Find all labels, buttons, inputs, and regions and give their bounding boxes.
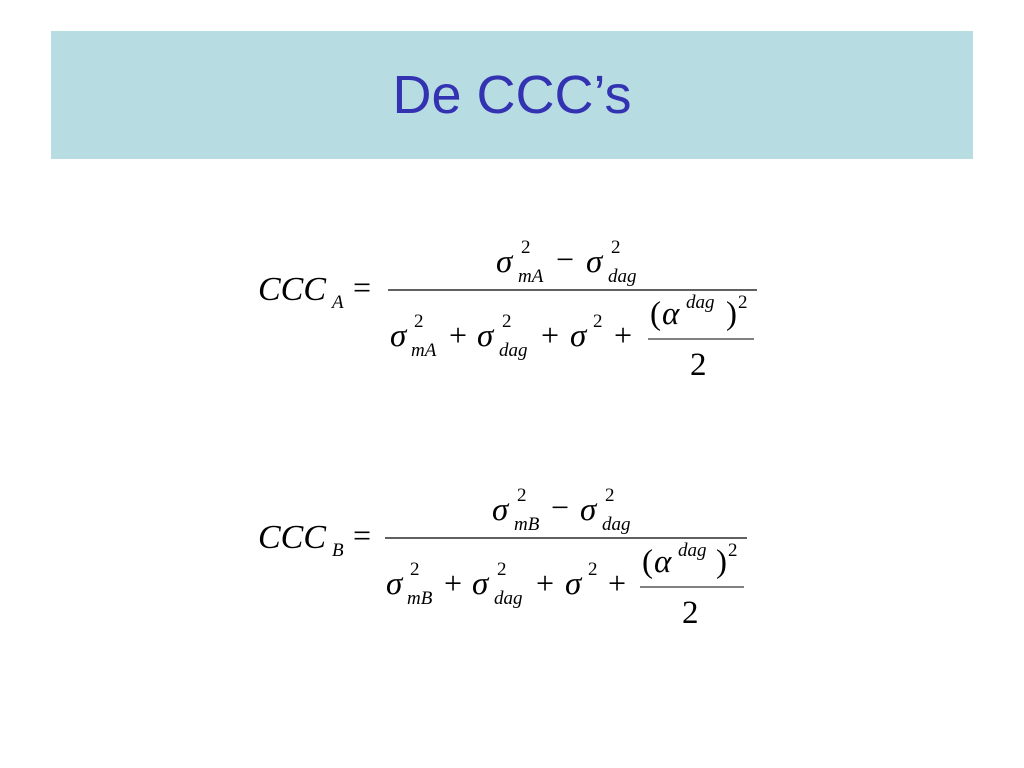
num-minus: − xyxy=(551,489,569,525)
den-term1-sub: mA xyxy=(411,340,437,361)
formula-ccc-a: CCC A = σ 2 mA − σ 2 dag σ 2 mA + σ 2 da… xyxy=(0,220,1024,420)
den-term3-sym: σ xyxy=(565,566,583,602)
lhs-sub: B xyxy=(332,540,344,561)
num-term1-sub: mB xyxy=(514,514,540,535)
formula-ccc-b: CCC B = σ 2 mB − σ 2 dag σ 2 mB + σ 2 da… xyxy=(0,468,1024,668)
num-term2-sub: dag xyxy=(608,266,637,287)
num-term1-sym: σ xyxy=(496,244,514,280)
inner-alpha: α xyxy=(662,296,680,332)
inner-sup: 2 xyxy=(728,540,738,561)
den-term2-sub: dag xyxy=(494,588,523,609)
formula-ccc-a-svg: CCC A = σ 2 mA − σ 2 dag σ 2 mA + σ 2 da… xyxy=(258,237,757,383)
den-term2-sym: σ xyxy=(472,566,490,602)
num-term2-sub: dag xyxy=(602,514,631,535)
den-plus2: + xyxy=(536,565,554,601)
inner-sup: 2 xyxy=(738,292,748,313)
lhs-base: CCC xyxy=(258,271,326,308)
num-term2-sym: σ xyxy=(586,244,604,280)
den-term1-sup: 2 xyxy=(414,311,424,332)
den-term3-sup: 2 xyxy=(593,311,603,332)
num-term2-sym: σ xyxy=(580,492,598,528)
inner-open-paren: ( xyxy=(642,544,653,580)
title-bar: De CCC’s xyxy=(51,31,973,159)
den-term3-sup: 2 xyxy=(588,559,598,580)
inner-alpha-sup: dag xyxy=(686,292,715,313)
den-plus3: + xyxy=(608,565,626,601)
lhs-sub: A xyxy=(330,292,344,313)
num-minus: − xyxy=(556,241,574,277)
den-term1-sup: 2 xyxy=(410,559,420,580)
num-term1-sup: 2 xyxy=(517,485,527,506)
den-term3-sym: σ xyxy=(570,318,588,354)
den-term2-sub: dag xyxy=(499,340,528,361)
lhs-base: CCC xyxy=(258,519,326,556)
den-term2-sym: σ xyxy=(477,318,495,354)
den-term1-sub: mB xyxy=(407,588,433,609)
inner-close-paren: ) xyxy=(716,544,727,580)
den-plus1: + xyxy=(444,565,462,601)
slide-title: De CCC’s xyxy=(392,65,632,125)
den-plus3: + xyxy=(614,317,632,353)
num-term2-sup: 2 xyxy=(611,237,621,258)
formula-ccc-b-svg: CCC B = σ 2 mB − σ 2 dag σ 2 mB + σ 2 da… xyxy=(258,485,747,631)
den-term2-sup: 2 xyxy=(497,559,507,580)
equals-sign: = xyxy=(353,517,371,553)
den-term1-sym: σ xyxy=(390,318,408,354)
equals-sign: = xyxy=(353,269,371,305)
den-term1-sym: σ xyxy=(386,566,404,602)
inner-close-paren: ) xyxy=(726,296,737,332)
den-term2-sup: 2 xyxy=(502,311,512,332)
inner-alpha: α xyxy=(654,544,672,580)
num-term1-sub: mA xyxy=(518,266,544,287)
inner-den: 2 xyxy=(682,595,699,631)
den-plus2: + xyxy=(541,317,559,353)
inner-alpha-sup: dag xyxy=(678,540,707,561)
inner-open-paren: ( xyxy=(650,296,661,332)
den-plus1: + xyxy=(449,317,467,353)
inner-den: 2 xyxy=(690,347,707,383)
num-term2-sup: 2 xyxy=(605,485,615,506)
num-term1-sup: 2 xyxy=(521,237,531,258)
num-term1-sym: σ xyxy=(492,492,510,528)
